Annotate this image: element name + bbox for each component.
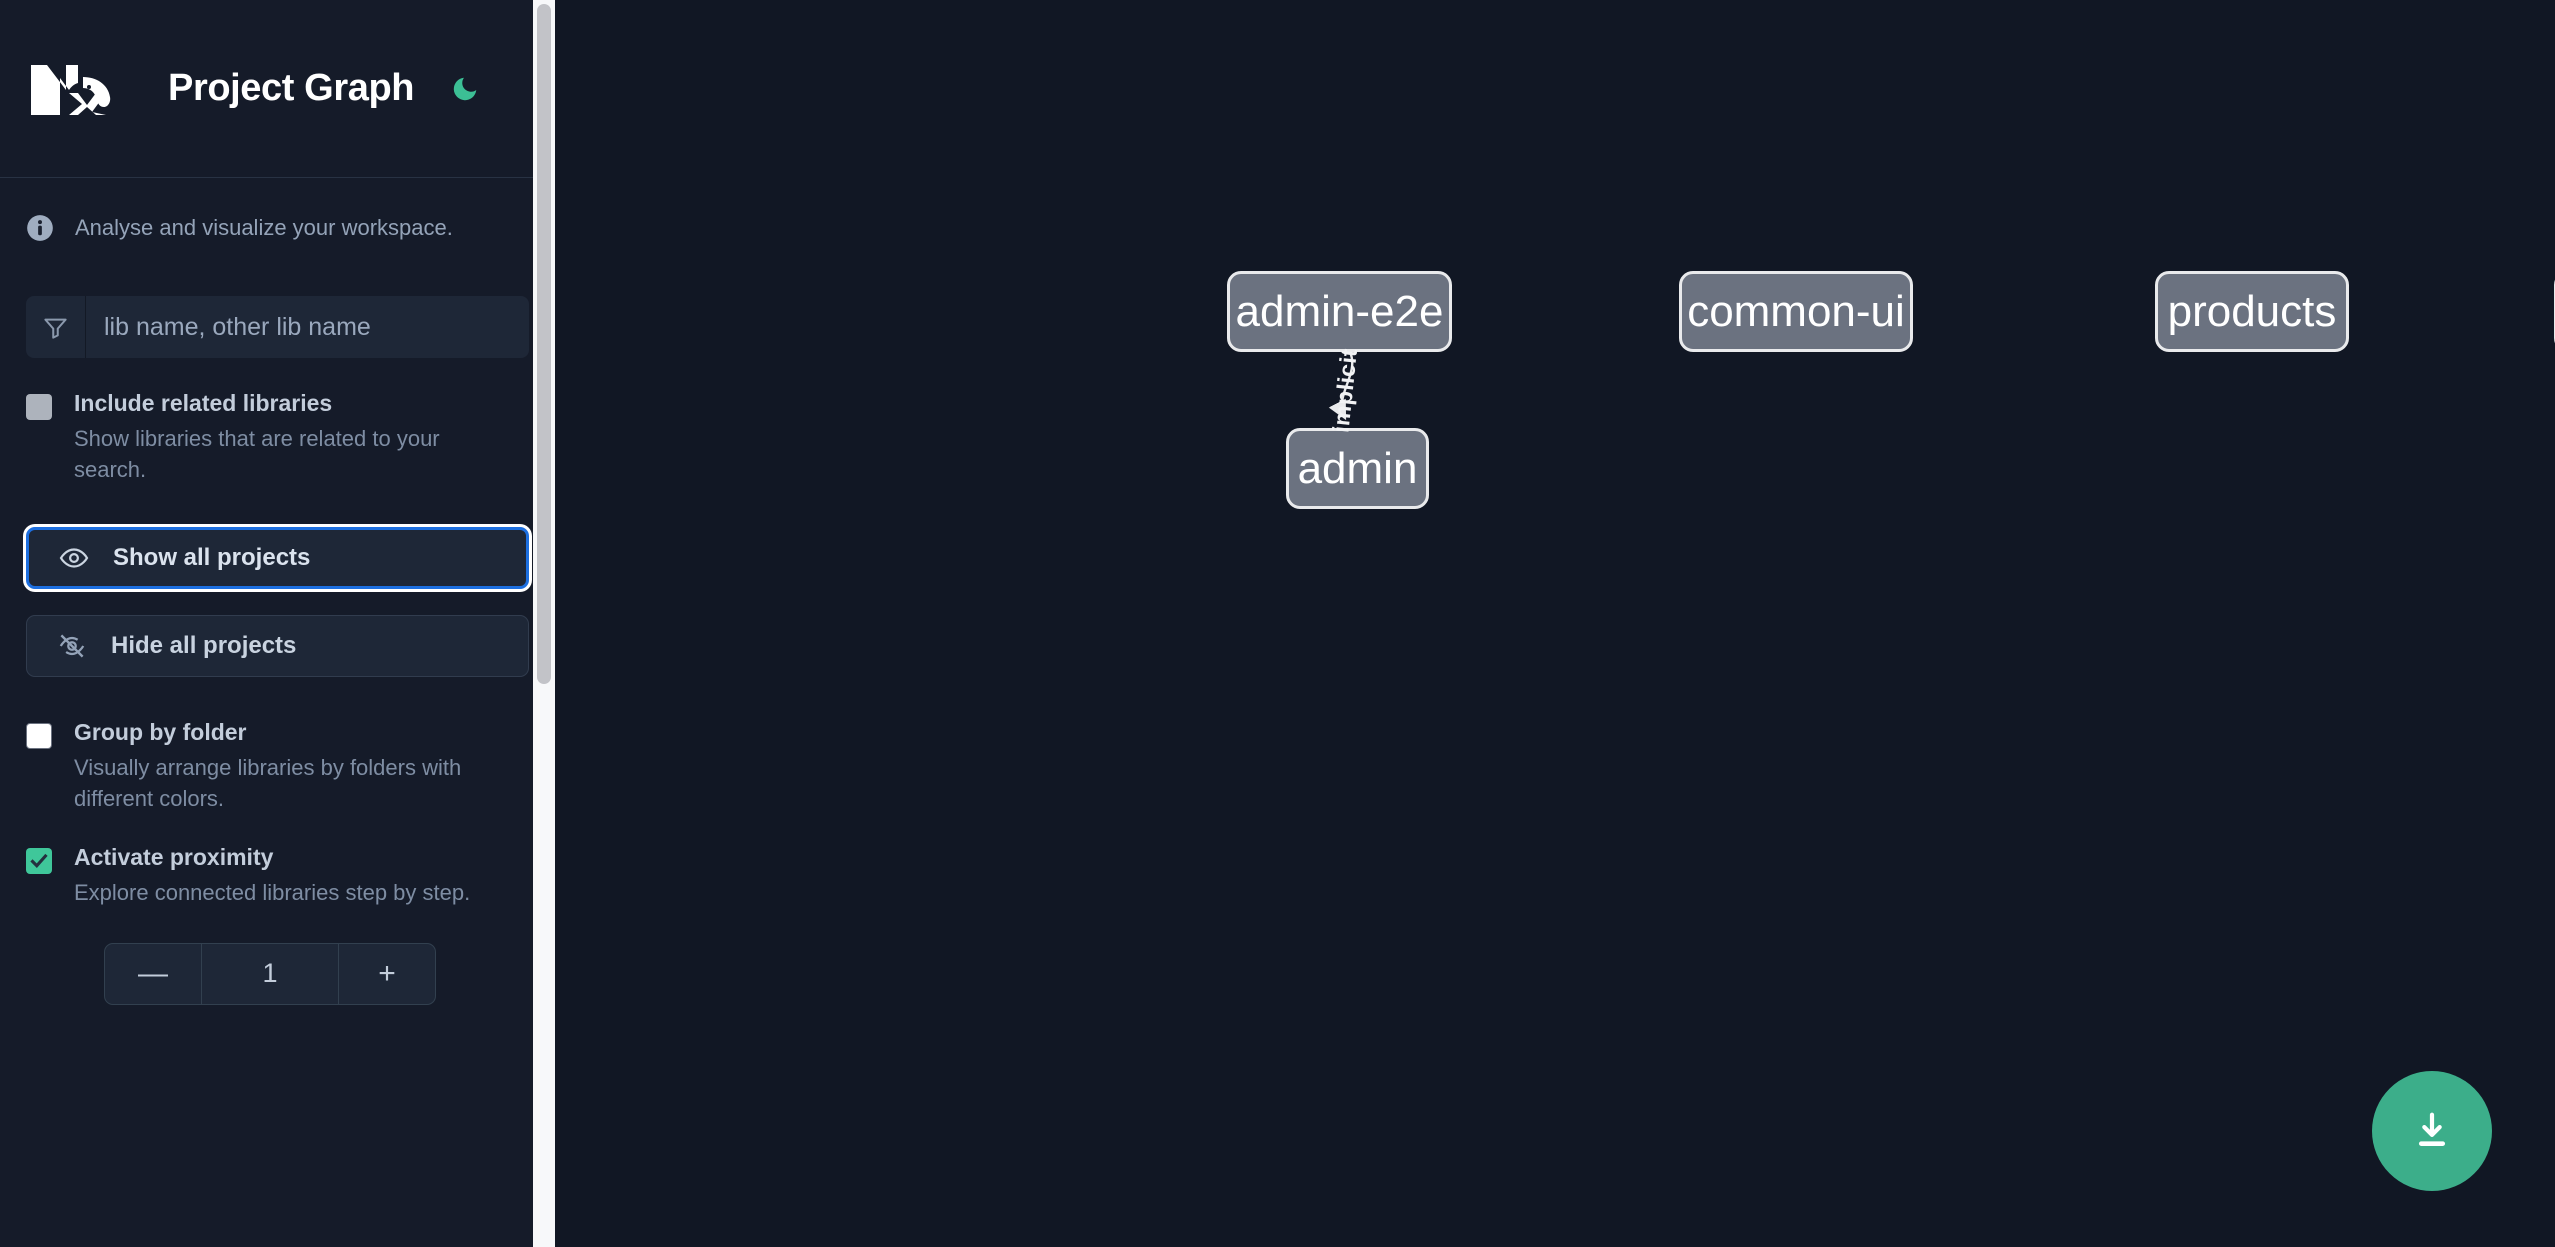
- workspace-info: Analyse and visualize your workspace.: [0, 178, 555, 248]
- page-title: Project Graph: [168, 67, 415, 109]
- checkbox-activate-proximity[interactable]: [26, 848, 52, 875]
- sidebar-header: Project Graph: [0, 0, 555, 178]
- search-input[interactable]: [86, 296, 529, 358]
- download-icon: [2418, 1112, 2446, 1146]
- proximity-stepper: — 1 +: [104, 942, 436, 1005]
- option-description: Explore connected libraries step by step…: [74, 879, 471, 905]
- sidebar: Project Graph Analyse and visualize your…: [0, 0, 555, 1247]
- proximity-increment-button[interactable]: +: [378, 956, 396, 990]
- option-group-by-folder[interactable]: Group by folder Visually arrange librari…: [26, 719, 529, 814]
- search-filter: [26, 296, 529, 358]
- sidebar-scrollbar[interactable]: [533, 0, 555, 1247]
- stepper-divider-left: [201, 943, 202, 1004]
- checkbox-include-related-libraries[interactable]: [26, 394, 52, 420]
- download-image-button[interactable]: [2372, 1071, 2492, 1191]
- graph-node-admin-e2e[interactable]: admin-e2e: [1227, 271, 1452, 352]
- option-description: Visually arrange libraries by folders wi…: [74, 754, 462, 811]
- eye-off-icon: [55, 629, 89, 663]
- graph-canvas[interactable]: admin-e2e common-ui products store-e2e a…: [555, 0, 2555, 1247]
- hide-all-projects-label: Hide all projects: [111, 632, 297, 660]
- moon-icon[interactable]: [444, 68, 486, 110]
- graph-node-admin[interactable]: admin: [1286, 428, 1429, 509]
- sidebar-scrollbar-thumb[interactable]: [537, 4, 551, 684]
- option-description: Show libraries that are related to your …: [74, 425, 440, 482]
- graph-edges: [1328, 351, 1354, 421]
- filter-funnel-icon: [26, 296, 86, 358]
- option-include-related-libraries[interactable]: Include related libraries Show libraries…: [26, 390, 529, 485]
- nx-logo-icon: [26, 57, 126, 121]
- eye-icon: [57, 541, 91, 575]
- info-circle-icon: [26, 214, 54, 242]
- option-activate-proximity[interactable]: Activate proximity Explore connected lib…: [26, 844, 529, 908]
- hide-all-projects-button[interactable]: Hide all projects: [26, 615, 529, 678]
- proximity-decrement-button[interactable]: —: [138, 956, 168, 990]
- edge-label-implicit-admin: implicit: [1327, 347, 1363, 434]
- checkbox-group-by-folder[interactable]: [26, 723, 52, 750]
- info-text: Analyse and visualize your workspace.: [75, 215, 453, 240]
- stepper-divider-right: [338, 943, 339, 1004]
- graph-node-common-ui[interactable]: common-ui: [1679, 271, 1913, 352]
- show-all-projects-button[interactable]: Show all projects: [26, 527, 529, 590]
- proximity-value[interactable]: 1: [262, 958, 278, 989]
- option-label: Activate proximity: [74, 844, 274, 871]
- option-label: Group by folder: [74, 719, 247, 746]
- option-label: Include related libraries: [74, 390, 333, 416]
- show-all-projects-label: Show all projects: [113, 544, 311, 572]
- graph-node-products[interactable]: products: [2155, 271, 2349, 352]
